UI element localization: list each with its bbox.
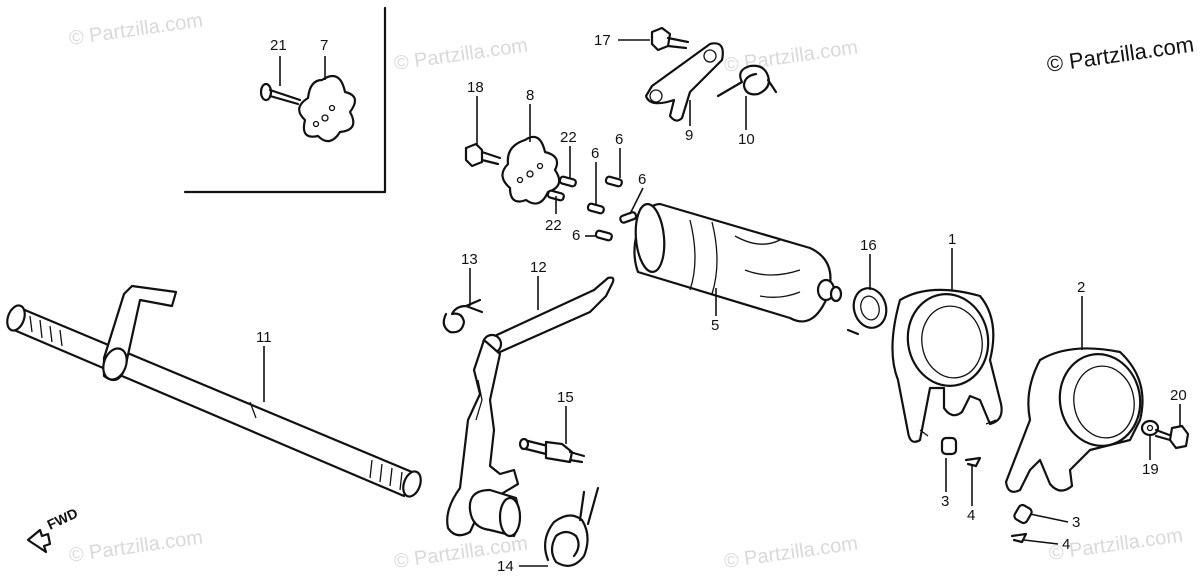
callout-6: 6 [615, 131, 623, 148]
part-3-roller[interactable] [940, 436, 1033, 525]
part-9-stopper-arm[interactable] [644, 42, 724, 122]
callout-7: 7 [320, 37, 328, 54]
callout-19: 19 [1142, 461, 1159, 478]
callout-9: 9 [685, 127, 693, 144]
part-8-cam-plate[interactable] [501, 135, 561, 205]
watermark: © Partzilla.com [68, 9, 205, 50]
part-14-return-spring[interactable] [543, 486, 600, 567]
part-4-clip[interactable] [964, 456, 1028, 544]
watermark: © Partzilla.com [68, 526, 205, 567]
leader-lines [263, 39, 1181, 567]
part-12-collar[interactable] [468, 488, 522, 538]
callout-4: 4 [1062, 536, 1070, 553]
part-15-pin[interactable] [518, 437, 586, 464]
part-17-bolt[interactable] [650, 26, 690, 52]
fwd-arrow-icon [26, 528, 52, 554]
part-1-shift-fork[interactable] [891, 288, 1003, 443]
part-21-screw[interactable] [259, 82, 302, 106]
callout-6: 6 [591, 145, 599, 162]
pins-6[interactable] [586, 175, 638, 242]
watermark: © Partzilla.com [393, 34, 530, 75]
callout-22: 22 [545, 217, 562, 234]
fwd-label: FWD [45, 505, 81, 533]
callout-1: 1 [948, 231, 956, 248]
part-19-washer[interactable] [1140, 419, 1160, 437]
pins-22[interactable] [546, 175, 577, 202]
callout-6: 6 [638, 171, 646, 188]
callout-18: 18 [467, 79, 484, 96]
callout-12: 12 [530, 259, 547, 276]
part-13-spring[interactable] [442, 298, 484, 334]
callout-11: 11 [256, 329, 272, 346]
callout-22: 22 [560, 129, 577, 146]
part-2-shift-fork[interactable] [1004, 347, 1147, 493]
watermark: © Partzilla.com [723, 532, 860, 573]
callout-21: 21 [270, 37, 287, 54]
callout-10: 10 [738, 131, 755, 148]
callout-2: 2 [1077, 279, 1085, 296]
callout-5: 5 [711, 317, 719, 334]
callout-3: 3 [1072, 514, 1080, 531]
inset-frame [183, 6, 387, 194]
copyright-label: © Partzilla.com [1045, 32, 1195, 77]
callouts: 21 7 18 8 22 22 6 6 6 6 17 9 10 16 1 2 5… [256, 32, 1187, 575]
callout-17: 17 [594, 32, 611, 49]
callout-8: 8 [526, 87, 534, 104]
part-12-shift-arm[interactable] [446, 276, 615, 537]
callout-16: 16 [860, 237, 877, 254]
callout-14: 14 [497, 558, 514, 575]
part-18-bolt[interactable] [464, 142, 502, 168]
part-10-spring[interactable] [716, 64, 778, 98]
part-5-shift-drum[interactable] [633, 202, 843, 323]
callout-15: 15 [557, 389, 574, 406]
callout-20: 20 [1170, 387, 1187, 404]
callout-3: 3 [941, 493, 949, 510]
callout-13: 13 [461, 251, 478, 268]
part-7-stopper-plate[interactable] [298, 74, 357, 143]
callout-6: 6 [572, 227, 580, 244]
part-16-bearing[interactable] [846, 285, 891, 336]
part-20-bolt[interactable] [1154, 424, 1190, 450]
callout-4: 4 [967, 507, 975, 524]
part-11-shift-shaft[interactable] [4, 284, 424, 499]
